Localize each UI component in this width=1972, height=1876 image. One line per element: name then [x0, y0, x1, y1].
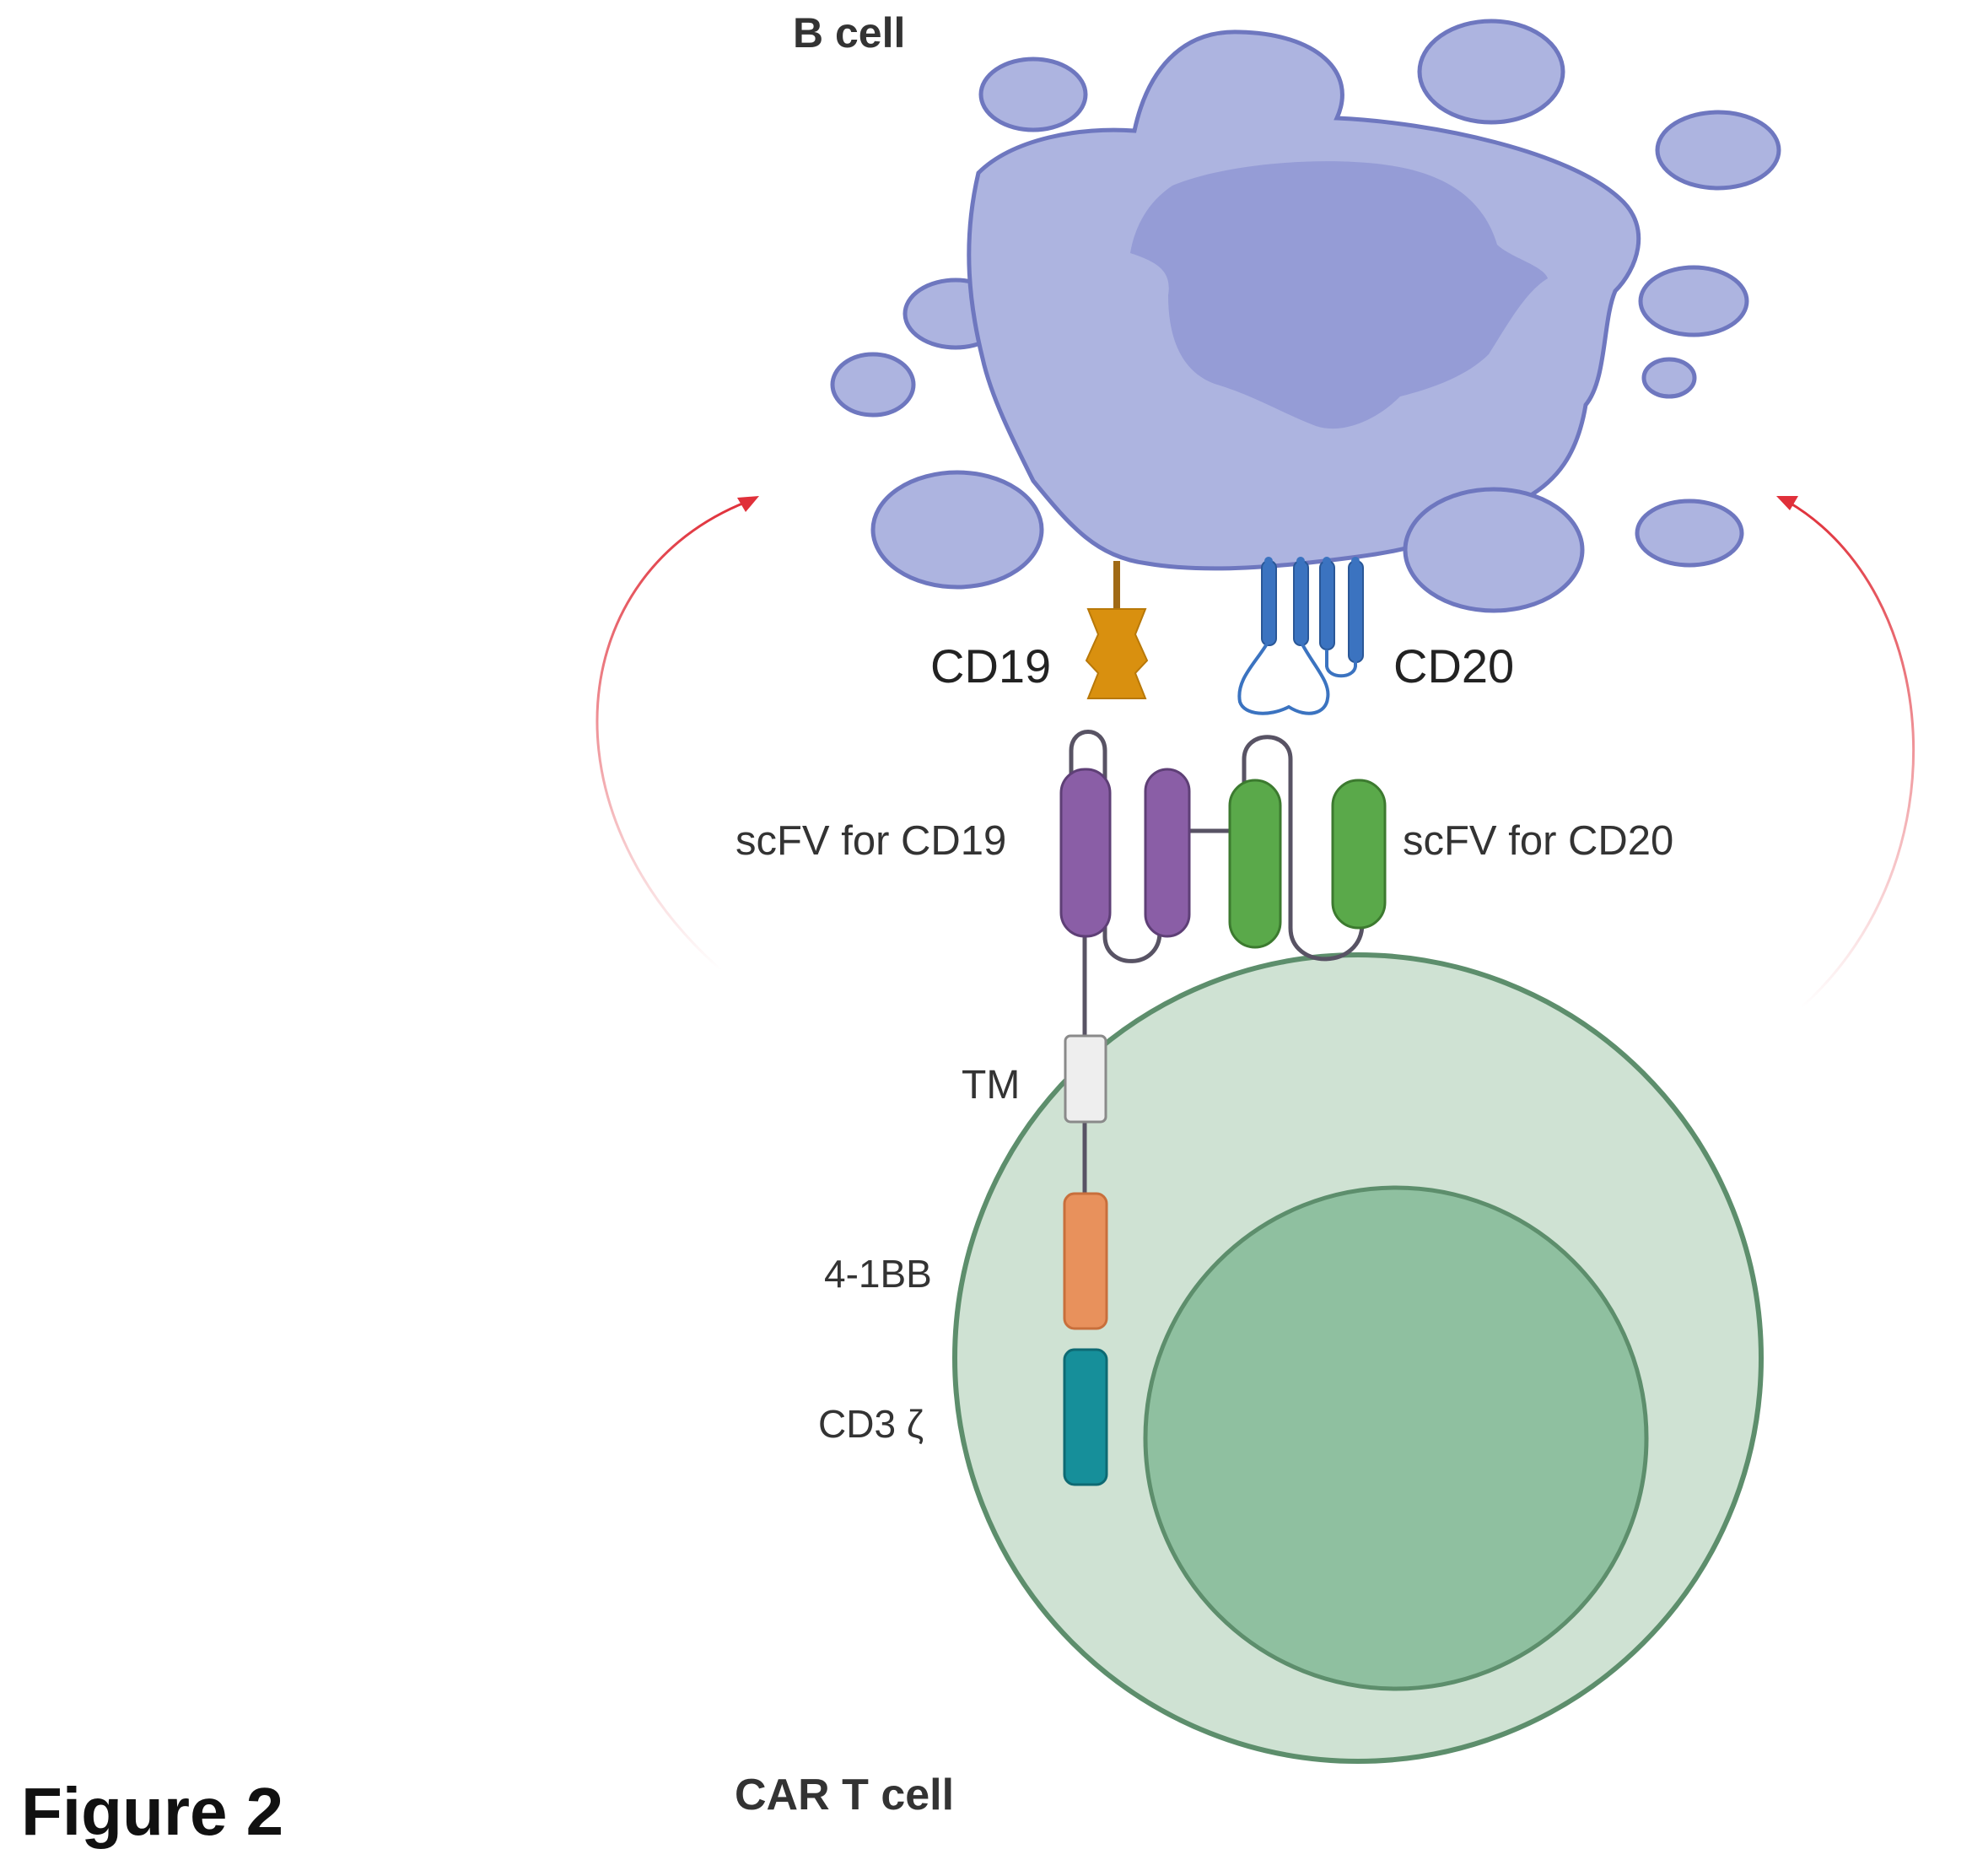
cd20-label: CD20: [1393, 639, 1515, 693]
scfv-cd20-domain: [1331, 779, 1387, 930]
costim-4-1bb-domain: [1063, 1192, 1108, 1330]
arrow-left: [595, 496, 759, 972]
costim-label: 4-1BB: [824, 1252, 932, 1296]
car-t-cell: [952, 952, 1764, 1764]
cd3-zeta-label: CD3 ζ: [818, 1402, 924, 1446]
scfv-cd19-domain: [1144, 768, 1191, 938]
cd19-antigen: [1085, 561, 1149, 699]
scfv-cd20-domain: [1228, 779, 1282, 949]
scfv-cd20-label: scFV for CD20: [1403, 818, 1674, 864]
tm-domain: [1064, 1034, 1107, 1124]
b-cell-nucleus: [1130, 161, 1548, 429]
b-cell-label: B cell: [793, 9, 906, 57]
arrow-right: [1776, 496, 1915, 1010]
t-cell-nucleus: [1143, 1185, 1649, 1691]
b-cell: [830, 19, 1781, 613]
b-cell-bleb: [1403, 487, 1585, 613]
cd3-zeta-domain: [1063, 1348, 1108, 1486]
scfv-cd19-domain: [1059, 768, 1112, 938]
cd20-antigen: [1237, 557, 1364, 715]
car-t-cell-label: CAR T cell: [735, 1771, 955, 1819]
tm-label: TM: [962, 1063, 1021, 1108]
cd19-label: CD19: [930, 639, 1052, 693]
scfv-cd19-label: scFV for CD19: [735, 818, 1007, 864]
car-construct: [1059, 730, 1387, 1486]
figure-caption: Figure 2: [21, 1774, 284, 1849]
